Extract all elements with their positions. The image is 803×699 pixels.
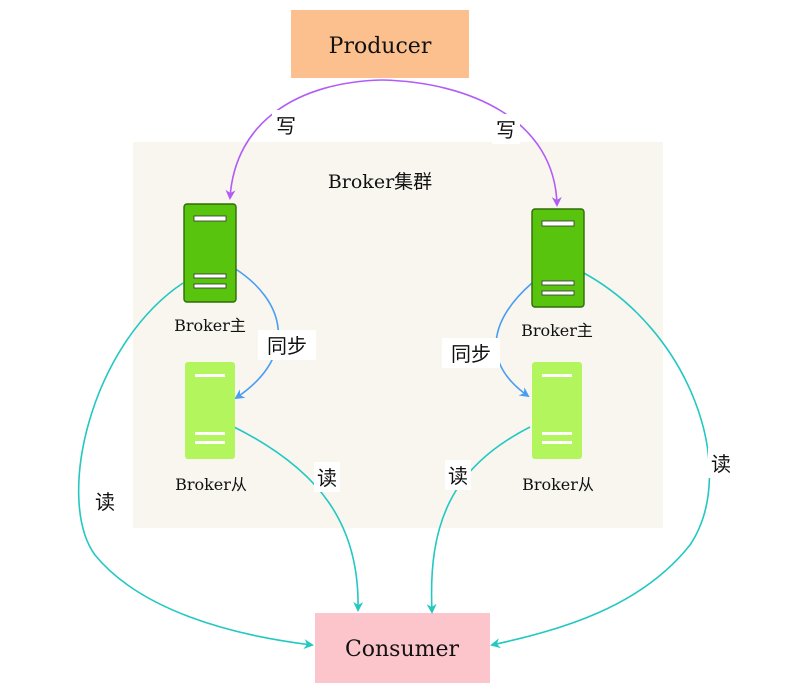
producer-box xyxy=(291,10,469,78)
broker-master-left-label: Broker主 xyxy=(174,316,246,335)
broker-master-left-slot-bot xyxy=(193,283,227,289)
server-icon xyxy=(185,362,235,459)
broker-slave-right-label: Broker从 xyxy=(522,475,594,494)
consumer-label: Consumer xyxy=(345,637,460,662)
broker-master-right-slot-mid xyxy=(541,280,575,286)
sync-label-right: 同步 xyxy=(451,342,491,366)
consumer-box xyxy=(315,613,490,683)
broker-slave-right-slot-top xyxy=(542,374,572,377)
server-icon xyxy=(531,208,585,308)
read-arrow-slave-left xyxy=(233,426,364,612)
read-label-master-left: 读 xyxy=(95,490,115,514)
label-bg-read-slave-right xyxy=(445,460,471,490)
read-label-slave-left: 读 xyxy=(317,466,337,490)
label-bg-read-slave-left xyxy=(314,462,340,492)
read-arrow-master-right xyxy=(490,271,711,649)
label-bg-write-right xyxy=(492,114,520,144)
broker-slave-right-slot-mid xyxy=(542,432,572,435)
broker-slave-left-slot-top xyxy=(195,374,225,377)
server-icon xyxy=(532,362,582,459)
broker-slave-left-slot-mid xyxy=(195,432,225,435)
broker-master-right-slot-top xyxy=(541,220,575,227)
broker-master-right-label: Broker主 xyxy=(521,321,593,340)
broker-slave-right-slot-bot xyxy=(542,441,572,444)
write-label-left: 写 xyxy=(276,114,296,138)
label-bg-read-master-right xyxy=(708,448,734,478)
broker-master-right-slot-bot xyxy=(541,290,575,296)
write-arrow-right xyxy=(381,79,562,207)
sync-arrow-left xyxy=(233,267,279,400)
broker-slave-left-slot-bot xyxy=(195,441,225,444)
broker-master-left-slot-top xyxy=(193,215,227,222)
read-label-master-right: 读 xyxy=(711,452,731,476)
read-arrow-slave-right xyxy=(426,426,531,614)
broker-slave-left-label: Broker从 xyxy=(175,475,247,494)
label-bg-sync-right xyxy=(442,338,500,368)
sync-label-left: 同步 xyxy=(267,334,307,358)
read-arrow-master-left xyxy=(77,282,314,649)
label-bg-write-left xyxy=(272,110,300,140)
broker-master-left-slot-mid xyxy=(193,273,227,279)
cluster-label: Broker集群 xyxy=(328,171,432,193)
label-bg-sync-left xyxy=(258,330,316,360)
write-label-right: 写 xyxy=(496,118,516,142)
producer-label: Producer xyxy=(329,34,432,59)
read-label-slave-right: 读 xyxy=(448,464,468,488)
server-icon xyxy=(183,203,237,303)
label-bg-read-master-left xyxy=(92,486,118,516)
